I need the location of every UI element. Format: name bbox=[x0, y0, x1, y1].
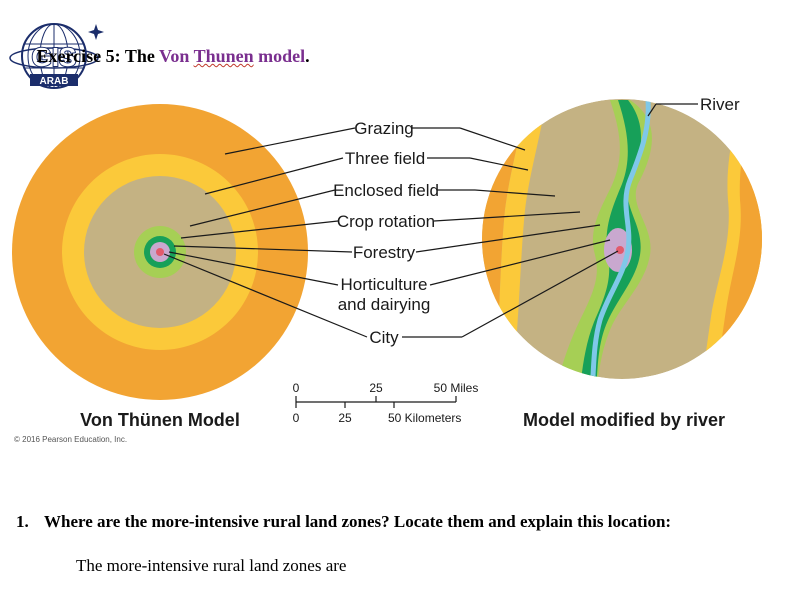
heading-prefix: Exercise 5: The bbox=[36, 46, 160, 66]
label-river: River bbox=[700, 95, 740, 114]
scale-km-0: 0 bbox=[293, 411, 300, 425]
scale-miles-25: 25 bbox=[369, 381, 383, 395]
river-model bbox=[482, 99, 762, 379]
river-zone-three-field-left bbox=[495, 99, 548, 379]
label-dairying: and dairying bbox=[338, 295, 431, 314]
scale-miles-50: 50 Miles bbox=[434, 381, 479, 395]
answer-stem: The more-intensive rural land zones are bbox=[76, 556, 347, 575]
label-forestry: Forestry bbox=[353, 243, 416, 262]
caption-von-thunen-model: Von Thünen Model bbox=[80, 410, 240, 430]
zone-city bbox=[156, 248, 164, 256]
river-line bbox=[589, 99, 651, 379]
heading-von: Von bbox=[159, 46, 194, 66]
von-thunen-diagram: Grazing Three field Enclosed field Crop … bbox=[12, 95, 762, 444]
question-text: Where are the more-intensive rural land … bbox=[44, 512, 672, 531]
heading-suffix: . bbox=[305, 46, 310, 66]
page-heading: G Exercise 5: The Von Thunen model. bbox=[18, 46, 310, 67]
gis-arab-logo: GIS ARAB bbox=[9, 23, 104, 89]
concentric-model bbox=[12, 104, 308, 400]
leader-lines bbox=[163, 103, 698, 338]
label-crop-rotation: Crop rotation bbox=[337, 212, 435, 231]
label-horticulture: Horticulture bbox=[341, 275, 428, 294]
scale-km-50: 50 Kilometers bbox=[388, 411, 461, 425]
label-grazing: Grazing bbox=[354, 119, 414, 138]
scale-bar: 0 25 50 Miles 0 25 50 Kilometers bbox=[293, 381, 479, 425]
heading-thunen: Thunen bbox=[193, 46, 254, 66]
scale-km-25: 25 bbox=[338, 411, 352, 425]
caption-river-model: Model modified by river bbox=[523, 410, 725, 430]
sparkle-icon bbox=[88, 24, 104, 40]
logo-main-text: GIS bbox=[32, 42, 77, 72]
scale-miles-0: 0 bbox=[293, 381, 300, 395]
river-zone-city bbox=[616, 246, 624, 254]
label-enclosed-field: Enclosed field bbox=[333, 181, 439, 200]
heading-model: model bbox=[253, 46, 306, 66]
question-1: 1. Where are the more-intensive rural lan… bbox=[16, 512, 671, 532]
logo-sub-text: ARAB bbox=[40, 76, 69, 87]
question-number: 1. bbox=[16, 512, 29, 531]
label-three-field: Three field bbox=[345, 149, 425, 168]
copyright: © 2016 Pearson Education, Inc. bbox=[14, 435, 127, 444]
label-city: City bbox=[369, 328, 399, 347]
